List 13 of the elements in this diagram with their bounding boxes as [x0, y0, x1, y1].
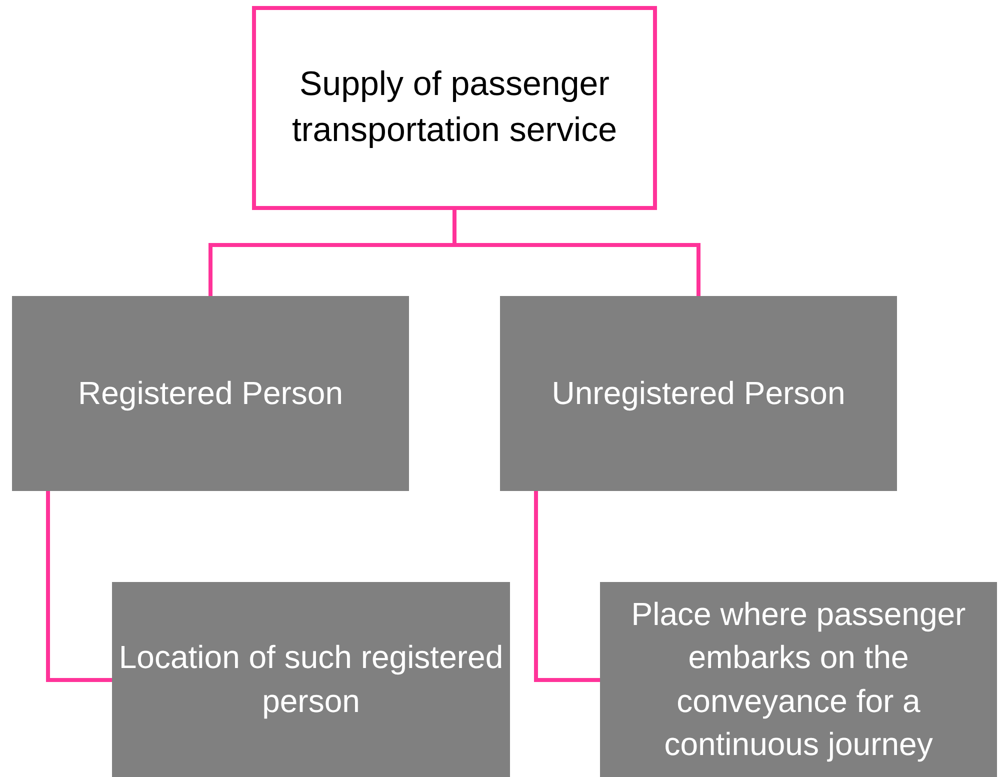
category-box — [12, 296, 409, 491]
box-label: Registered Person — [78, 374, 344, 413]
connector-line — [46, 491, 112, 682]
box-label: Location of such registered person — [118, 638, 504, 721]
title-box — [252, 6, 657, 210]
box-label: Supply of passenger transportation service — [290, 64, 618, 151]
connector-line — [452, 210, 700, 296]
category-box — [112, 582, 510, 777]
box-label: Place where passenger embarks on the conveyance for a continuous journey — [630, 595, 967, 764]
connector-line — [534, 491, 600, 682]
category-box — [500, 296, 897, 491]
category-box — [600, 582, 997, 777]
box-label: Unregistered Person — [552, 374, 846, 413]
